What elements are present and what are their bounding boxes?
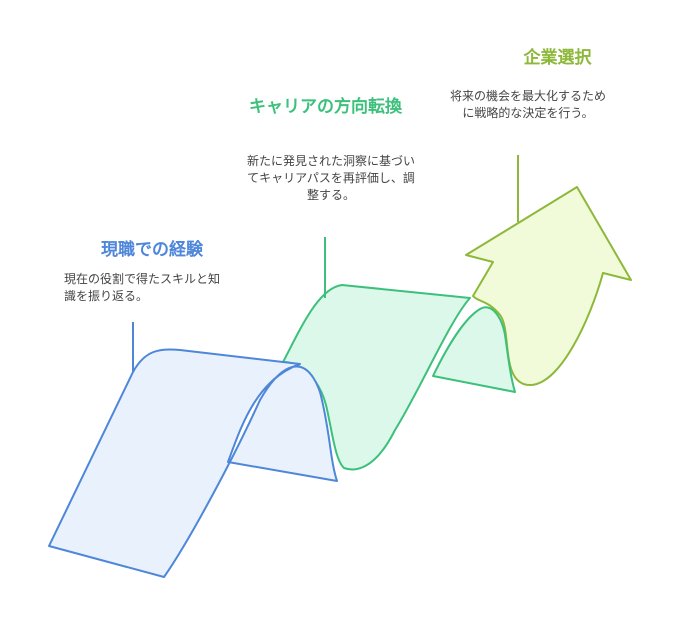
- stage-1-description: 現在の役割で得たスキルと知識を振り返る。: [64, 272, 221, 303]
- stage-1-title: 現職での経験: [101, 240, 203, 260]
- stage-3-shape: [432, 186, 632, 393]
- stage-2-title: キャリアの方向転換: [249, 97, 402, 117]
- stage-3-title: 企業選択: [523, 48, 592, 68]
- stage-2-shape: [282, 284, 471, 471]
- stage-3-description: 将来の機会を最大化するために戦略的な決定を行う。: [449, 89, 606, 120]
- stage-1-ribbon: [48, 348, 338, 578]
- stage-3-lobe: [432, 306, 516, 393]
- stage-3-arrow: [465, 186, 632, 386]
- stage-2-description: 新たに発見された洞察に基づいてキャリアパスを再評価し、調整する。: [246, 154, 415, 202]
- stage-1-shape: [48, 348, 338, 578]
- stage-2-ribbon: [282, 284, 471, 471]
